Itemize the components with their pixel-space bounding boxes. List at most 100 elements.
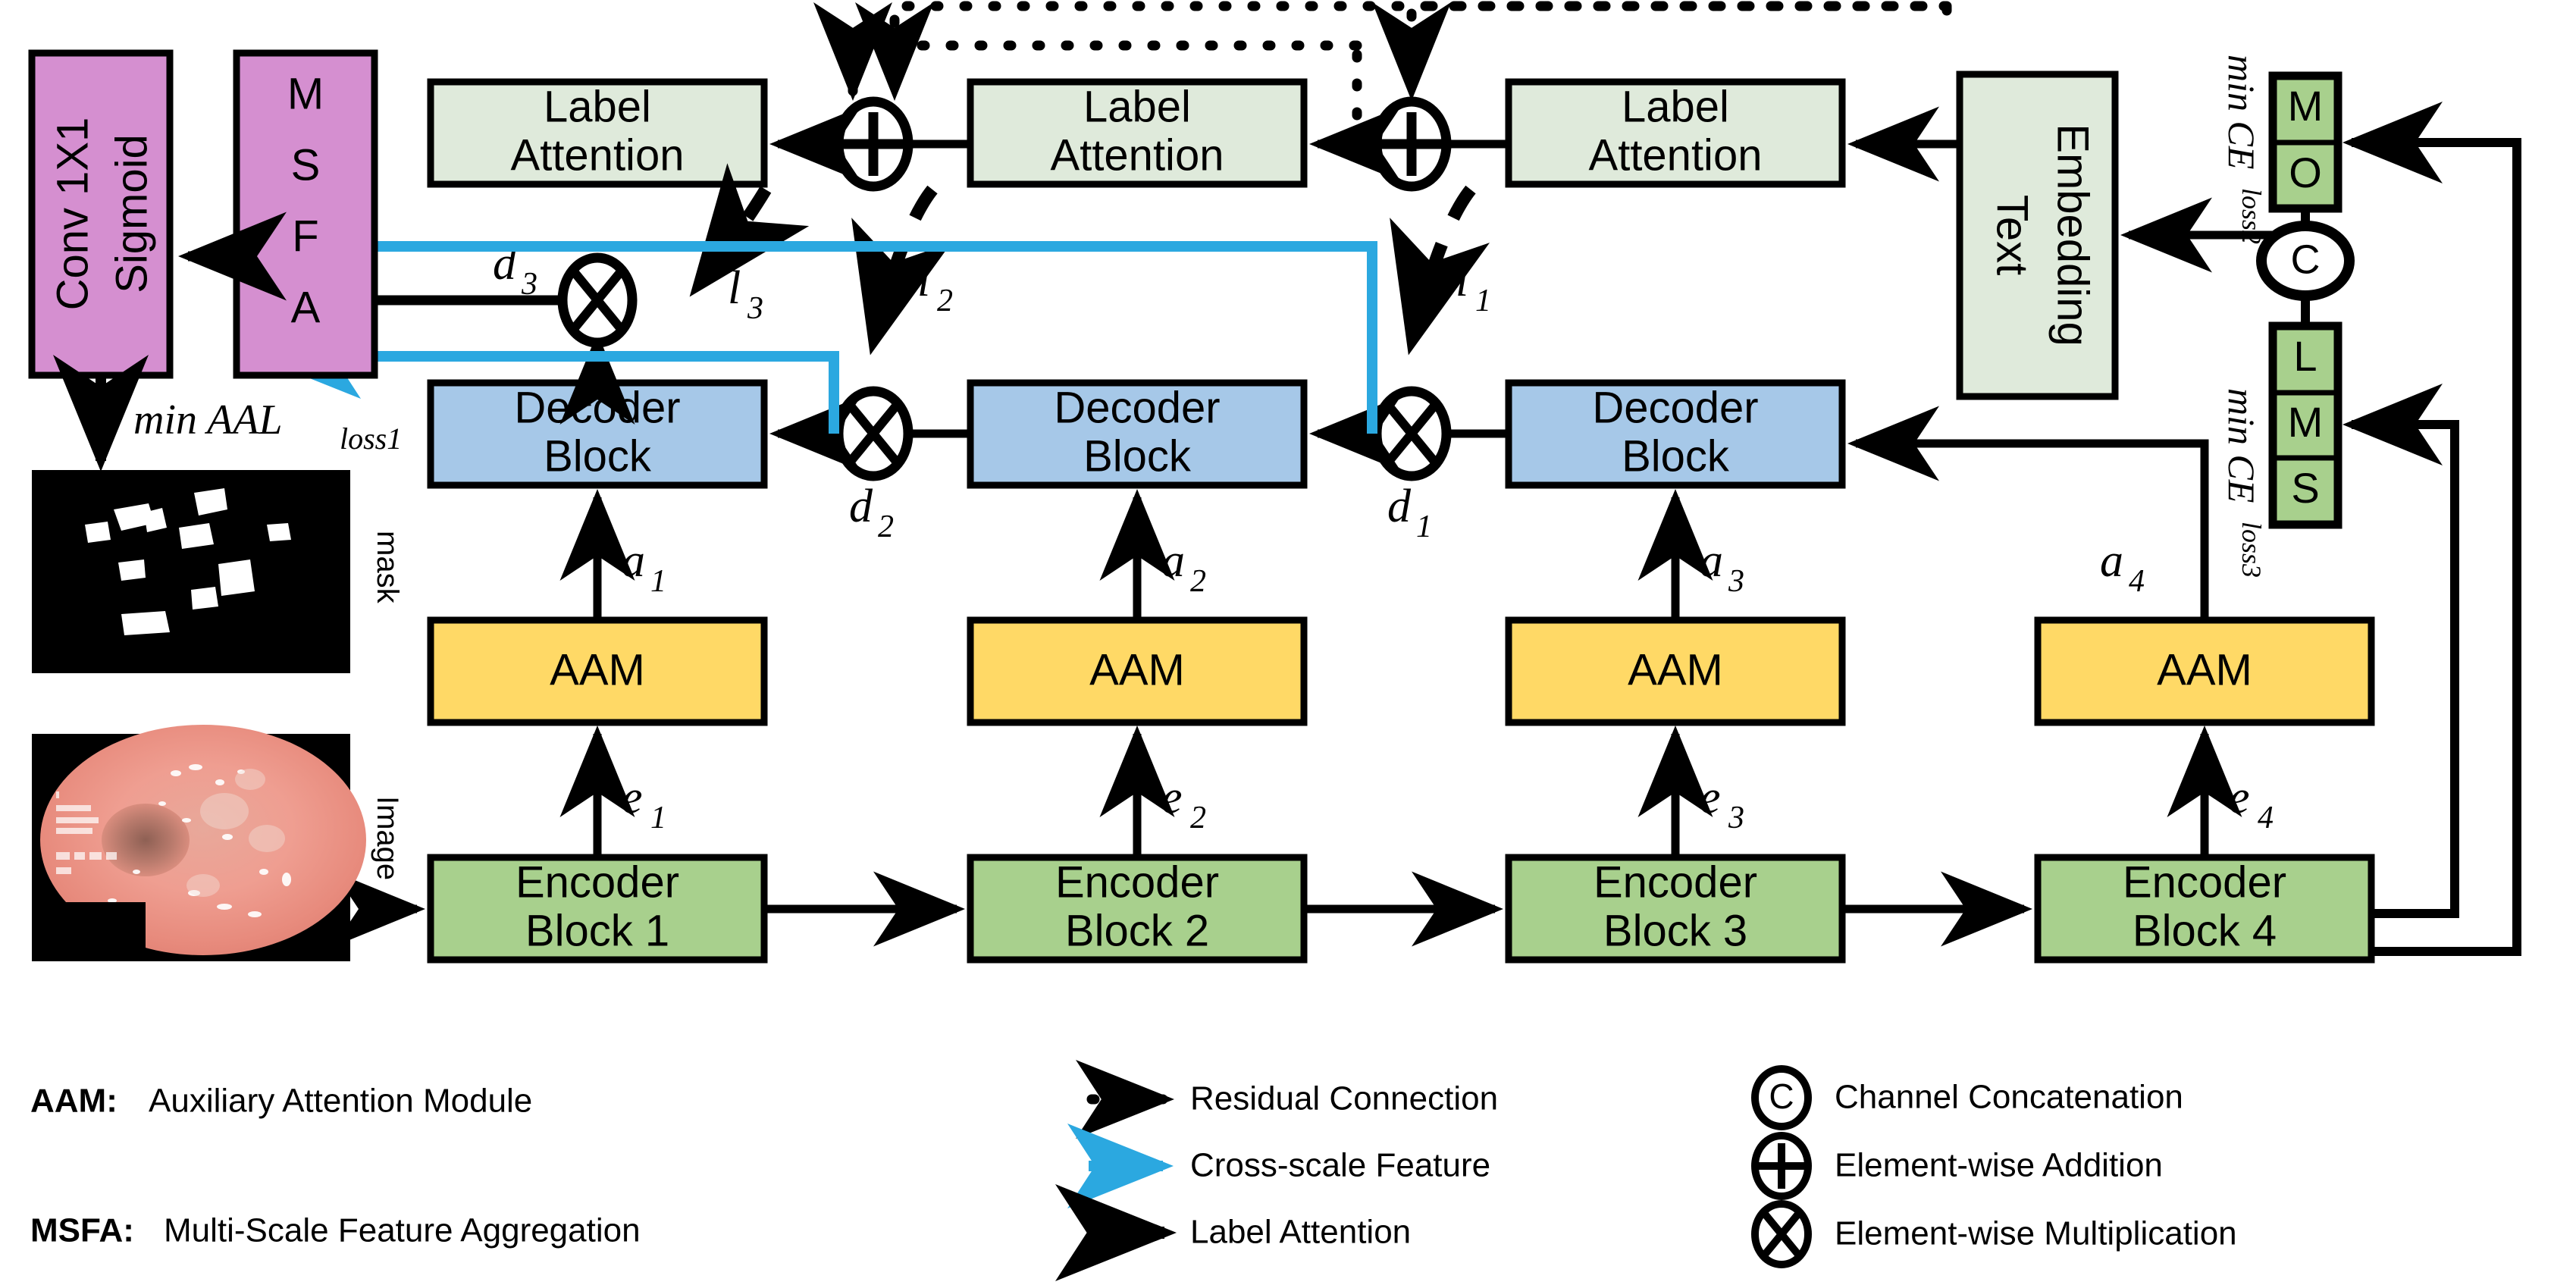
decoder-block-3[interactable]: Decoder Block: [427, 379, 768, 489]
svg-text:3: 3: [521, 267, 537, 302]
svg-text:2: 2: [937, 284, 953, 318]
msfa-block[interactable]: M S F A: [233, 49, 378, 379]
legend-aam-expansion: Auxiliary Attention Module: [149, 1083, 532, 1120]
aal-loss-label: min AAL loss1: [133, 396, 402, 456]
cross-scale-feature-1: [255, 204, 1377, 434]
svg-text:3: 3: [1728, 564, 1744, 599]
label-attention-link-l3: [689, 163, 810, 297]
element-wise-addition-icon-1: [1309, 96, 1509, 192]
svg-text:2: 2: [878, 509, 894, 544]
svg-text:min CE: min CE: [2220, 55, 2263, 169]
svg-text:4: 4: [2129, 564, 2145, 599]
encoder-block-1[interactable]: Encoder Block 1: [427, 854, 768, 964]
encoder-block-2[interactable]: Encoder Block 2: [967, 854, 1308, 964]
msfa-letter-s: S: [291, 140, 321, 190]
conv-sigmoid-line2: Sigmoid: [107, 134, 156, 293]
ce-loss2-label: min CE loss2: [2220, 55, 2267, 244]
mask-image: mask: [32, 470, 404, 673]
decoder-block-1[interactable]: Decoder Block: [1505, 379, 1846, 489]
label-attention-2-line1: Label: [1083, 82, 1191, 131]
class-cell-m-lower: M: [2288, 398, 2324, 446]
text-embedding-block[interactable]: Text Embedding: [1956, 71, 2119, 400]
svg-text:e: e: [1700, 772, 1721, 823]
aam-block-1[interactable]: AAM: [427, 616, 768, 726]
encoder-block-3-label-line2: Block 3: [1603, 906, 1747, 955]
msfa-letter-m: M: [287, 69, 324, 118]
decoder-block-2-label-line1: Decoder: [1054, 383, 1220, 432]
conv-sigmoid-line1: Conv 1X1: [48, 118, 97, 311]
decoder-block-2[interactable]: Decoder Block: [967, 379, 1308, 489]
svg-text:3: 3: [747, 291, 763, 326]
svg-text:min CE: min CE: [2220, 388, 2263, 503]
label-attention-1-line1: Label: [1622, 82, 1729, 131]
encoder4-to-class-upper-path: [2343, 102, 2521, 956]
svg-text:loss2: loss2: [2236, 188, 2267, 244]
label-attention-link-l1: [1390, 185, 1490, 356]
encoder-block-2-label-line1: Encoder: [1055, 857, 1219, 907]
svg-text:1: 1: [1475, 284, 1491, 318]
residual-connection-2: [855, 1, 1952, 101]
edge-label-l3: l 3: [728, 262, 763, 326]
aam-block-3[interactable]: AAM: [1505, 616, 1846, 726]
legend-cross-scale-feature: Cross-scale Feature: [1067, 1124, 1490, 1208]
class-group-lower[interactable]: L M S: [2268, 321, 2343, 529]
a4-path: [1857, 439, 2209, 620]
svg-text:4: 4: [2258, 801, 2274, 835]
legend-msfa-abbr: MSFA:: [30, 1212, 134, 1249]
edge-label-a4: a 4: [2100, 535, 2145, 599]
legend-channel-concatenation: C Channel Concatenation: [1751, 1065, 2183, 1130]
decoder-block-3-label-line2: Block: [544, 431, 652, 481]
legend-concat-label: Channel Concatenation: [1835, 1079, 2183, 1116]
svg-text:d: d: [1387, 481, 1412, 532]
conv-sigmoid-block[interactable]: Conv 1X1 Sigmoid: [28, 49, 174, 379]
encoder4-to-class-lower-path: [2343, 384, 2459, 918]
encoder-block-4-label-line2: Block 4: [2133, 906, 2277, 955]
ce-loss3-label: min CE loss3: [2220, 388, 2267, 578]
svg-text:e: e: [622, 772, 643, 823]
label-attention-block-2[interactable]: Label Attention: [967, 78, 1308, 188]
legend-residual-connection: Residual Connection: [1076, 1060, 1498, 1139]
svg-text:d: d: [849, 481, 873, 532]
residual-connection-3: [813, 2, 1362, 101]
encoder-block-3[interactable]: Encoder Block 3: [1505, 854, 1846, 964]
svg-text:l: l: [917, 255, 930, 306]
edge-label-a2: a 2: [1161, 535, 1206, 599]
decoder-block-3-label-line1: Decoder: [514, 383, 680, 432]
svg-text:e: e: [2229, 772, 2250, 823]
element-wise-multiplication-icon-d1: [1309, 386, 1509, 481]
aam-block-4-label: AAM: [2157, 645, 2252, 694]
aam-block-2-label: AAM: [1089, 645, 1185, 694]
msfa-letter-f: F: [292, 212, 318, 261]
aam-block-2[interactable]: AAM: [967, 616, 1308, 726]
legend-abbr-aam: AAM: Auxiliary Attention Module: [30, 1083, 532, 1120]
svg-text:2: 2: [1190, 801, 1206, 835]
encoder-block-4[interactable]: Encoder Block 4: [2034, 854, 2375, 964]
edge-label-e4: e 4: [2229, 772, 2274, 835]
legend-concat-circle: [1751, 1065, 1812, 1130]
label-attention-2-line2: Attention: [1051, 130, 1224, 180]
legend-abbr-msfa: MSFA: Multi-Scale Feature Aggregation: [30, 1212, 641, 1249]
edge-label-a3: a 3: [1700, 535, 1744, 599]
encoder-block-2-label-line2: Block 2: [1065, 906, 1209, 955]
edge-label-d2: d 2: [849, 481, 894, 544]
class-group-upper[interactable]: M O: [2268, 71, 2343, 213]
svg-text:l: l: [1456, 255, 1468, 306]
aam-block-4[interactable]: AAM: [2034, 616, 2375, 726]
encoder-block-3-label-line1: Encoder: [1594, 857, 1757, 907]
legend-concat-glyph: C: [1769, 1077, 1794, 1116]
edge-label-e2: e 2: [1161, 772, 1206, 835]
legend: AAM: Auxiliary Attention Module MSFA: Mu…: [30, 1060, 2237, 1281]
encoder-block-1-label-line1: Encoder: [516, 857, 679, 907]
class-cell-s: S: [2291, 464, 2319, 512]
label-attention-block-3[interactable]: Label Attention: [427, 78, 768, 188]
edge-label-l1: l 1: [1456, 255, 1491, 318]
label-attention-block-1[interactable]: Label Attention: [1505, 78, 1846, 188]
image-label: Image: [371, 796, 404, 880]
svg-text:3: 3: [1728, 801, 1744, 835]
legend-label-attention: Label Attention: [1055, 1184, 1411, 1281]
svg-text:a: a: [2100, 535, 2123, 587]
aam-block-1-label: AAM: [550, 645, 645, 694]
edge-label-e1: e 1: [622, 772, 666, 835]
element-wise-multiplication-icon-d2: [769, 386, 970, 481]
